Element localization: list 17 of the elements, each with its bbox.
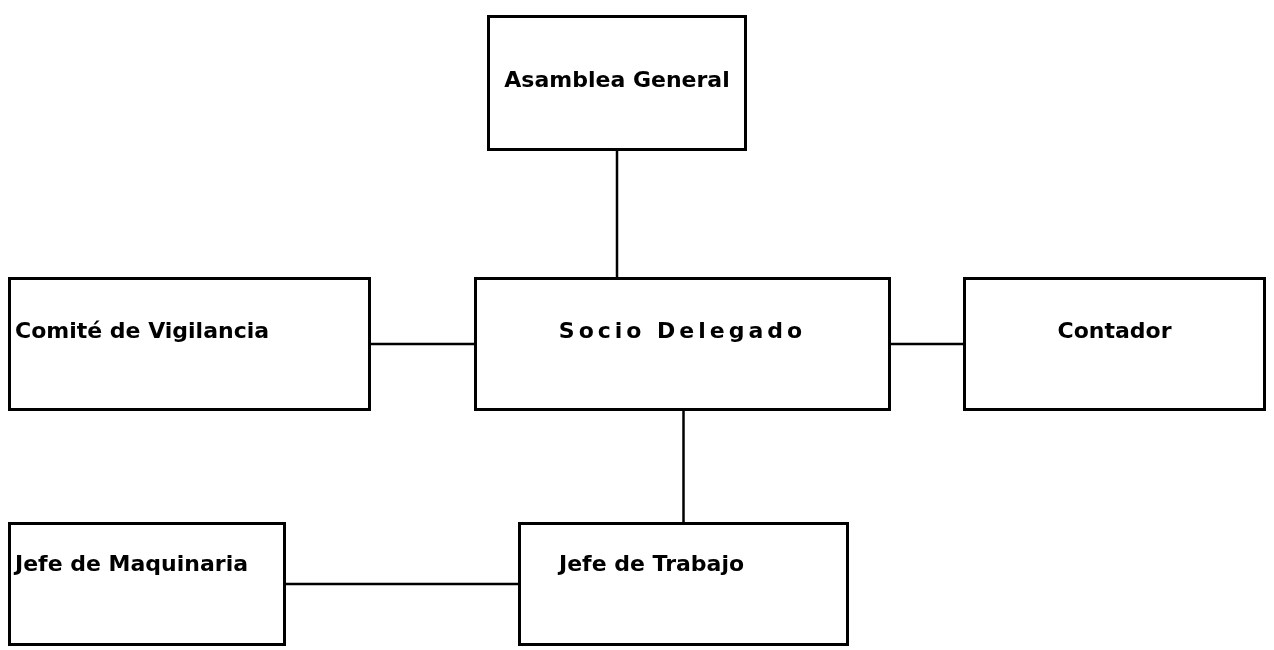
box-title: Contador	[1057, 318, 1172, 343]
connector-line	[891, 342, 963, 346]
connector-line	[615, 151, 619, 277]
connector-line	[371, 342, 474, 346]
box-title: Jefe de Trabajo	[559, 551, 745, 576]
connector-line	[682, 411, 685, 522]
box-title: Socio Delegado	[558, 318, 807, 343]
org-box	[8, 277, 371, 411]
org-box	[963, 277, 1266, 411]
box-title: Comité de Vigilancia	[15, 318, 270, 343]
org-box	[487, 15, 747, 151]
org-box	[518, 522, 849, 646]
org-box	[8, 522, 286, 646]
org-box	[474, 277, 891, 411]
box-title: Asamblea General	[504, 66, 730, 92]
box-title: Jefe de Maquinaria	[15, 551, 249, 576]
connector-line	[286, 582, 518, 586]
